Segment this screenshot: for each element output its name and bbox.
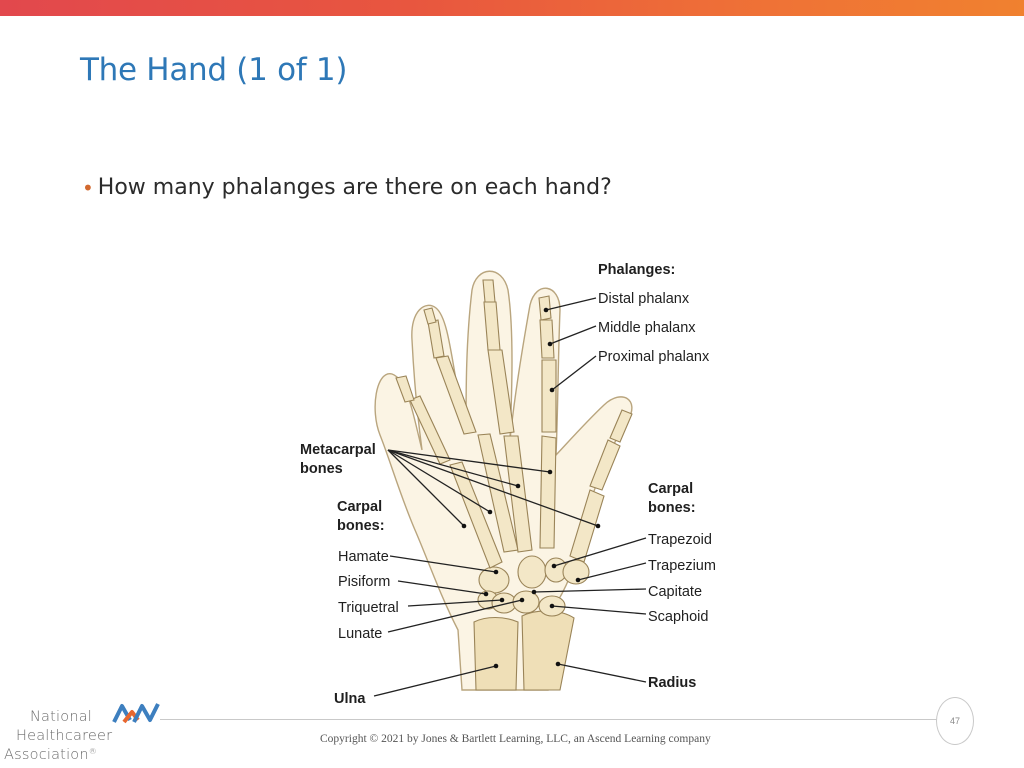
logo-line-2: Healthcareer [16, 728, 113, 744]
label-carpal-left-line2: bones: [337, 518, 385, 534]
bullet-dot-icon: • [82, 175, 94, 200]
bullet-text: How many phalanges are there on each han… [97, 175, 612, 200]
label-ulna: Ulna [334, 691, 366, 707]
logo-line-3: Association® [4, 747, 97, 763]
hand-bones-diagram: Phalanges: Distal phalanx Middle phalanx… [300, 262, 716, 707]
label-proximal-phalanx: Proximal phalanx [598, 349, 710, 365]
label-lunate: Lunate [338, 626, 382, 642]
label-carpal-right-line2: bones: [648, 500, 696, 516]
logo-line-1: National [30, 709, 93, 725]
logo-mark-icon [112, 703, 160, 724]
copyright-text: Copyright © 2021 by Jones & Bartlett Lea… [320, 733, 711, 745]
label-anchor-dots [461, 307, 601, 669]
slide-title: The Hand (1 of 1) [80, 52, 348, 88]
label-capitate: Capitate [648, 584, 702, 600]
label-trapezium: Trapezium [648, 558, 716, 574]
ulna-bone [473, 616, 519, 691]
label-metacarpal-line2: bones [300, 461, 343, 477]
hand-outline [374, 270, 633, 691]
label-middle-phalanx: Middle phalanx [598, 320, 696, 336]
label-carpal-left-line1: Carpal [337, 499, 382, 515]
label-distal-phalanx: Distal phalanx [598, 291, 690, 307]
label-triquetral: Triquetral [338, 600, 399, 616]
nha-logo: National Healthcareer Association® [4, 700, 169, 766]
footer-divider [160, 719, 938, 720]
label-pisiform: Pisiform [338, 574, 390, 590]
label-carpal-right-line1: Carpal [648, 481, 693, 497]
top-accent-bar [0, 0, 1024, 16]
page-number: 47 [936, 697, 974, 745]
label-phalanges-heading: Phalanges: [598, 262, 675, 278]
radius-bone [521, 610, 575, 691]
label-leaders [373, 297, 647, 697]
label-scaphoid: Scaphoid [648, 609, 708, 625]
label-metacarpal-line1: Metacarpal [300, 442, 376, 458]
label-hamate: Hamate [338, 549, 389, 565]
page-number-text: 47 [949, 716, 960, 726]
label-radius: Radius [648, 675, 696, 691]
carpal-bones [477, 555, 590, 617]
bullet-item: • How many phalanges are there on each h… [82, 175, 612, 200]
label-trapezoid: Trapezoid [648, 532, 712, 548]
